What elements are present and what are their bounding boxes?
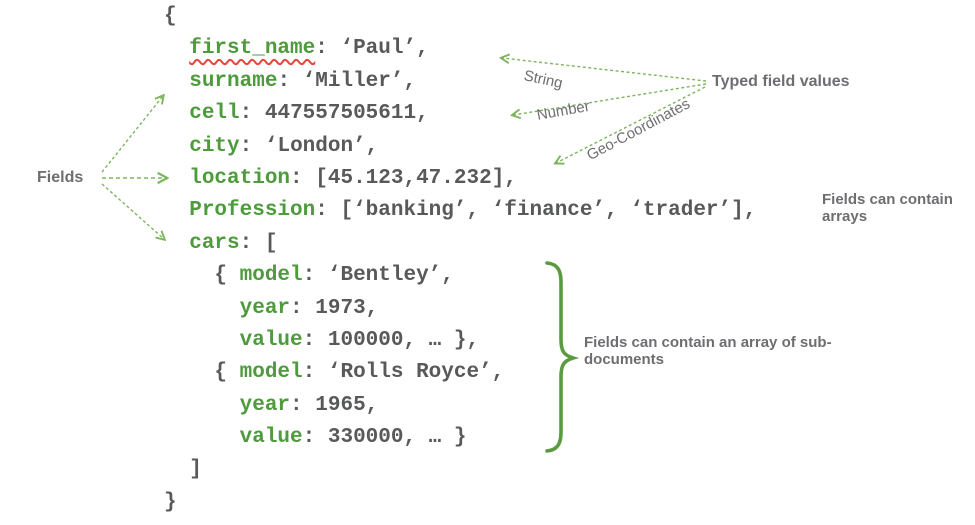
- arrays-note-label: Fields can contain arrays: [822, 191, 953, 225]
- code-text: 1965,: [315, 393, 379, 417]
- code-key: value: [239, 426, 303, 450]
- code-line: location: [45.123,47.232],: [164, 163, 756, 195]
- code-line: value: 330000, … }: [164, 422, 756, 454]
- code-text: [164, 394, 240, 417]
- code-text: [164, 426, 240, 449]
- code-key: first_name: [189, 37, 316, 61]
- code-text: :: [239, 102, 265, 126]
- code-key: value: [239, 328, 303, 352]
- code-text: :: [277, 69, 303, 93]
- code-line: cars: [: [164, 228, 756, 260]
- code-key: model: [239, 361, 303, 385]
- code-text: ]: [164, 458, 202, 482]
- fields-arrow-surname: [101, 96, 163, 173]
- code-key: location: [189, 166, 291, 190]
- code-line: Profession: [‘banking’, ‘finance’, ‘trad…: [164, 195, 756, 227]
- code-text: :: [315, 199, 341, 223]
- code-line: }: [164, 487, 756, 519]
- code-key: Profession: [189, 199, 316, 223]
- code-text: ‘Miller’,: [302, 69, 417, 93]
- code-text: [164, 70, 189, 93]
- code-text: 100000, … },: [327, 328, 480, 352]
- code-text: 447557505611,: [264, 102, 429, 126]
- code-text: [164, 232, 189, 255]
- code-line: year: 1965,: [164, 390, 756, 422]
- code-text: [: [264, 231, 278, 255]
- code-text: ‘Bentley’,: [327, 264, 454, 288]
- code-text: }: [164, 490, 177, 514]
- code-text: ‘London’,: [264, 134, 379, 158]
- code-line: ]: [164, 454, 756, 486]
- fields-label: Fields: [37, 169, 84, 186]
- code-text: [164, 135, 189, 158]
- code-key: cell: [189, 102, 240, 126]
- code-text: [164, 37, 189, 60]
- typed-field-values-label: Typed field values: [712, 73, 850, 90]
- code-text: 1973,: [315, 296, 379, 320]
- code-text: [164, 297, 240, 320]
- code-text: 330000, … }: [327, 426, 467, 450]
- code-line: surname: ‘Miller’,: [164, 66, 756, 98]
- code-text: :: [290, 166, 316, 190]
- code-line: { model: ‘Rolls Royce’,: [164, 357, 756, 389]
- code-text: :: [302, 264, 328, 288]
- code-text: :: [302, 328, 328, 352]
- code-text: :: [302, 361, 328, 385]
- code-text: :: [290, 296, 316, 320]
- code-line: city: ‘London’,: [164, 131, 756, 163]
- code-text: [164, 329, 240, 352]
- code-text: {: [164, 264, 240, 288]
- code-line: year: 1973,: [164, 293, 756, 325]
- code-text: [164, 199, 189, 222]
- code-text: [164, 102, 189, 125]
- code-line: { model: ‘Bentley’,: [164, 260, 756, 292]
- code-key: year: [239, 296, 291, 320]
- subdocuments-note-label: Fields can contain an array of sub-docum…: [584, 334, 832, 368]
- code-text: :: [315, 37, 341, 61]
- code-line: first_name: ‘Paul’,: [164, 33, 756, 65]
- code-line: cell: 447557505611,: [164, 98, 756, 130]
- code-key: surname: [189, 69, 278, 93]
- code-text: [164, 167, 189, 190]
- code-block: { first_name: ‘Paul’, surname: ‘Miller’,…: [164, 1, 756, 519]
- code-line: value: 100000, … },: [164, 325, 756, 357]
- code-text: [45.123,47.232],: [315, 166, 517, 190]
- code-key: year: [239, 393, 291, 417]
- code-text: :: [239, 134, 265, 158]
- code-line: {: [164, 1, 756, 33]
- code-text: {: [164, 361, 240, 385]
- code-key: cars: [189, 231, 240, 255]
- code-key: model: [239, 264, 303, 288]
- code-text: {: [164, 5, 177, 28]
- code-key: city: [189, 134, 240, 158]
- code-text: ‘Rolls Royce’,: [327, 361, 505, 385]
- fields-arrow-cars: [101, 183, 164, 239]
- code-text: ‘Paul’,: [340, 37, 429, 61]
- code-text: :: [239, 231, 265, 255]
- code-text: :: [302, 426, 328, 450]
- code-text: :: [290, 393, 316, 417]
- code-text: [‘banking’, ‘finance’, ‘trader’],: [340, 199, 757, 223]
